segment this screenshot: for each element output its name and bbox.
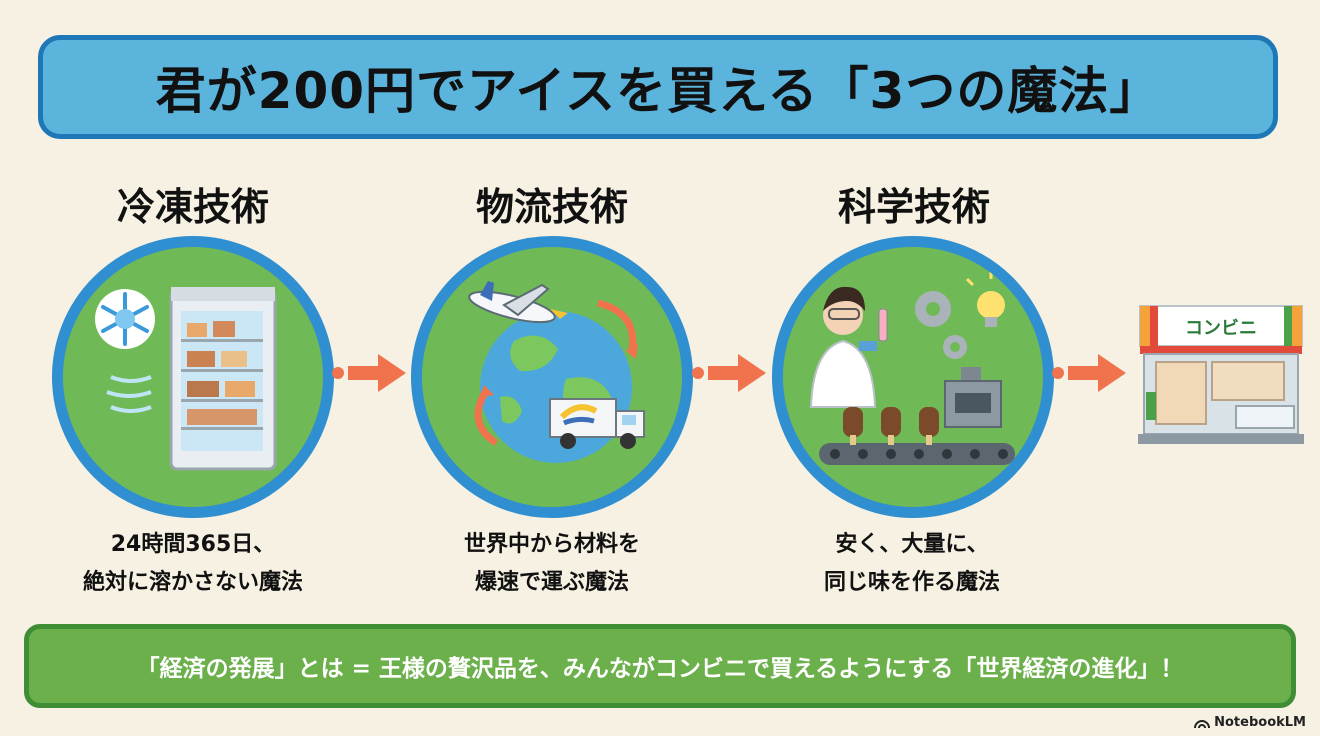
store-sign: コンビニ — [1185, 318, 1257, 339]
arrow-right-icon — [332, 354, 406, 392]
lightbulb-icon — [965, 271, 1017, 327]
watermark: NotebookLM — [1194, 715, 1306, 730]
heading-freezing: 冷凍技術 — [116, 185, 269, 229]
description-logistics: 世界中から材料を 爆速で運ぶ魔法 — [392, 526, 712, 602]
arrow-right-icon — [692, 354, 766, 392]
airplane-icon — [468, 281, 568, 324]
truck-icon — [549, 398, 645, 449]
description-line: 安く、大量に、 — [835, 532, 989, 557]
factory-icon — [809, 271, 1017, 465]
ice-bar-icon — [843, 407, 939, 437]
summary-banner: 「経済の発展」とは = 王様の贅沢品を、みんながコンビニで買えるようにする「世界… — [24, 624, 1296, 708]
title-banner: 君が200円でアイスを買える「3つの魔法」 — [38, 35, 1278, 139]
description-science: 安く、大量に、 同じ味を作る魔法 — [752, 526, 1072, 602]
gear-icon — [915, 291, 967, 359]
heading-logistics: 物流技術 — [475, 185, 628, 229]
arrow-right-icon — [1052, 354, 1126, 392]
logistics-illustration — [411, 236, 693, 518]
description-line: 同じ味を作る魔法 — [823, 570, 1000, 595]
description-line: 絶対に溶かさない魔法 — [82, 570, 303, 595]
watermark-text: NotebookLM — [1214, 715, 1306, 730]
page-title: 君が200円でアイスを買える「3つの魔法」 — [155, 62, 1161, 120]
description-freezing: 24時間365日、 絶対に溶かさない魔法 — [33, 526, 353, 602]
summary-text: 「経済の発展」とは = 王様の贅沢品を、みんながコンビニで買えるようにする「世界… — [136, 656, 1184, 682]
heading-science: 科学技術 — [837, 185, 990, 229]
notebooklm-logo-icon — [1194, 719, 1211, 728]
freezer-icon — [95, 287, 277, 471]
description-line: 世界中から材料を — [463, 532, 640, 557]
description-line: 爆速で運ぶ魔法 — [474, 570, 629, 595]
science-illustration — [772, 236, 1054, 518]
globe-icon — [468, 281, 645, 463]
scientist-icon — [809, 286, 888, 408]
store-icon — [1138, 305, 1304, 444]
freezer-illustration — [52, 236, 334, 518]
description-line: 24時間365日、 — [110, 532, 276, 557]
convenience-store-illustration: コンビニ — [1136, 300, 1306, 450]
